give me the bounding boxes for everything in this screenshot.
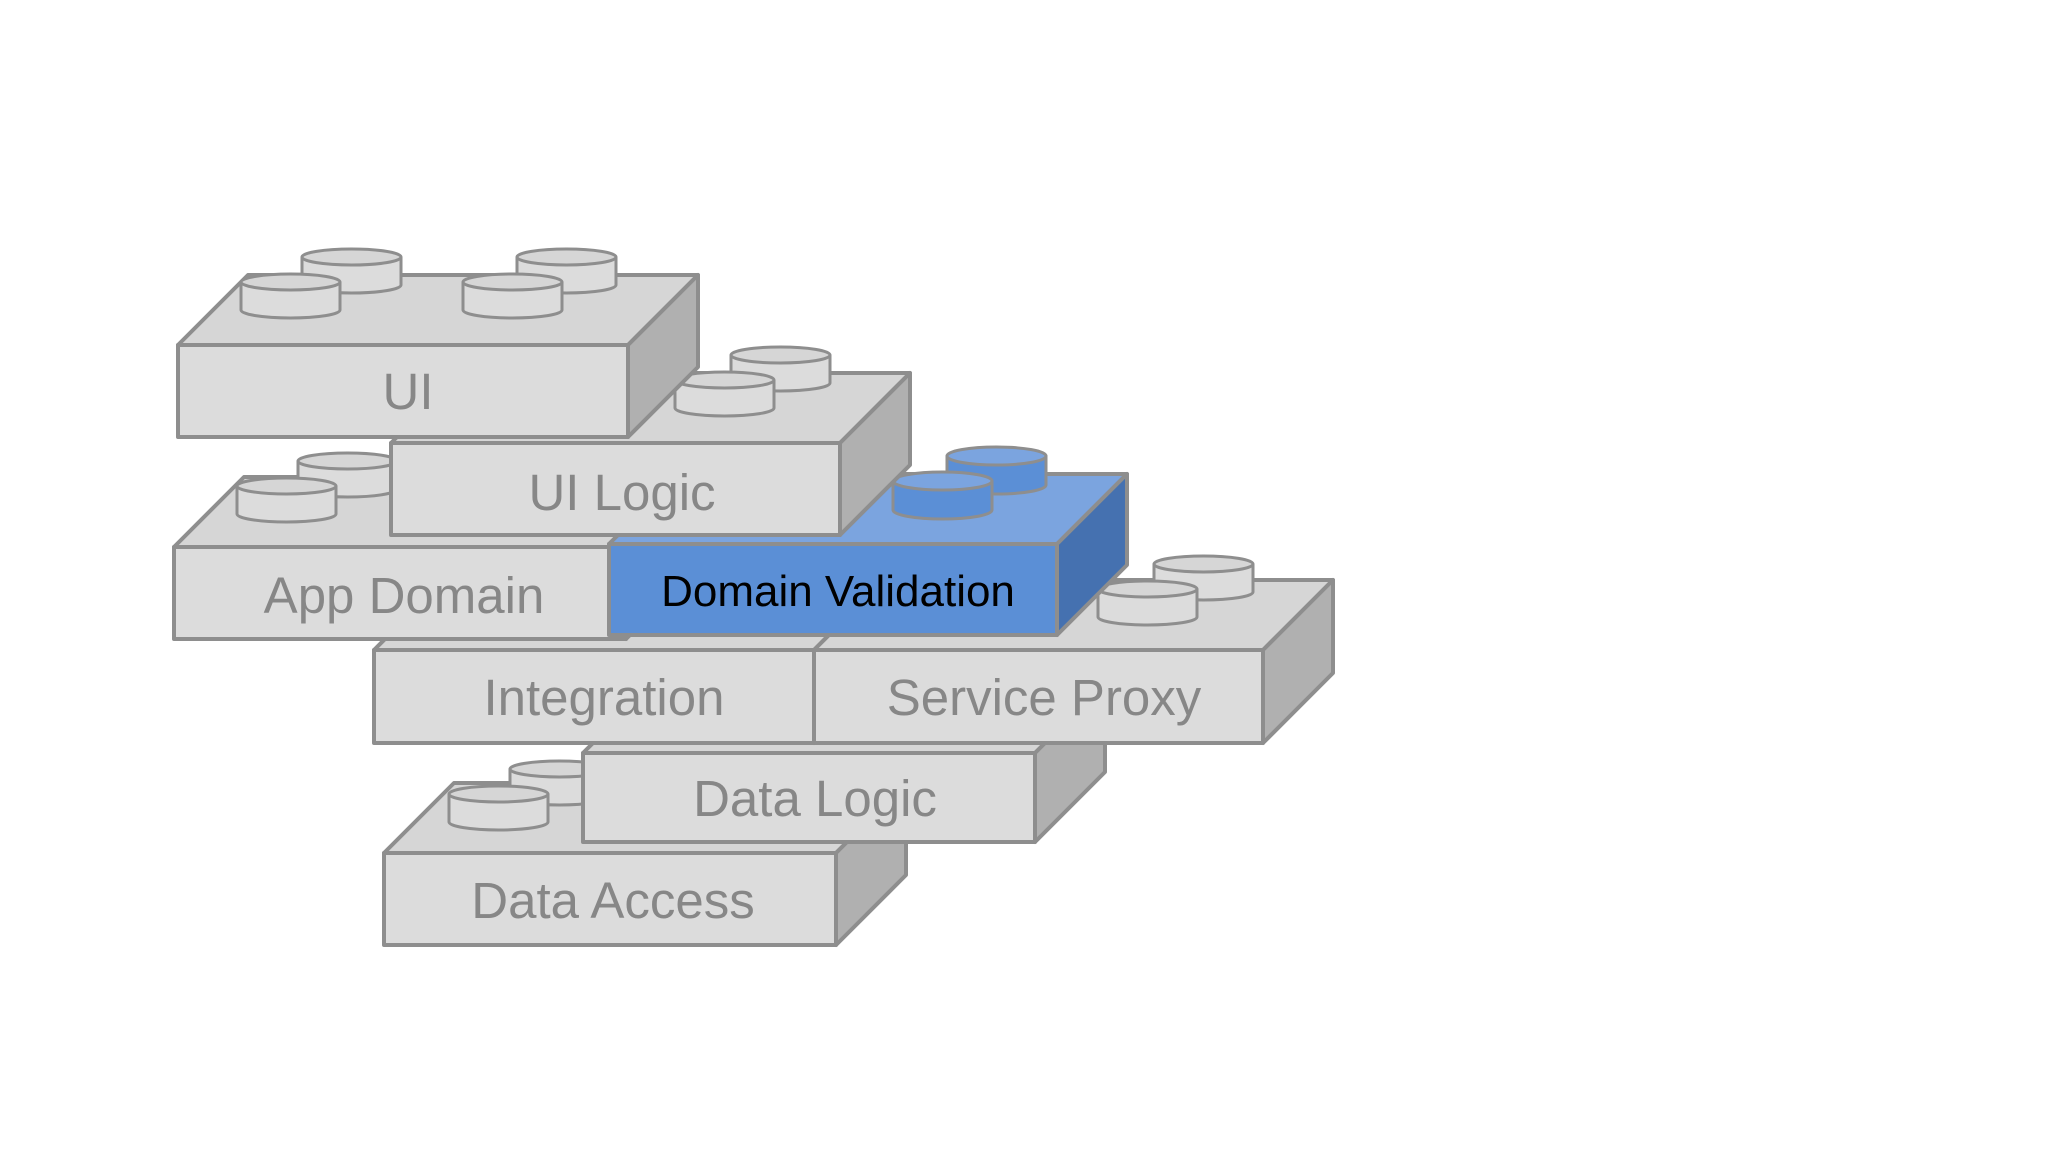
brick-stud bbox=[729, 345, 832, 393]
brick-stud bbox=[891, 470, 994, 521]
brick-front-face bbox=[172, 545, 628, 641]
stud-rim bbox=[235, 486, 338, 524]
brick-front-face bbox=[812, 648, 1265, 745]
brick-front-face bbox=[389, 441, 842, 537]
stud-rim bbox=[673, 380, 776, 418]
brick-label-domain-validation: Domain Validation bbox=[661, 567, 1015, 616]
stud-rim bbox=[447, 794, 550, 832]
brick-label-service-proxy: Service Proxy bbox=[887, 669, 1202, 726]
brick-ui: UI bbox=[176, 247, 700, 439]
brick-label-ui: UI bbox=[383, 363, 434, 420]
brick-stud bbox=[235, 476, 338, 524]
brick-stud bbox=[296, 451, 399, 499]
brick-stud bbox=[673, 370, 776, 418]
brick-label-ui-logic: UI Logic bbox=[528, 464, 715, 521]
brick-stud bbox=[239, 272, 342, 320]
brick-front-face bbox=[176, 343, 630, 439]
stud-rim bbox=[239, 282, 342, 320]
stud-rim bbox=[461, 282, 564, 320]
brick-stud bbox=[1096, 579, 1199, 627]
stud-rim bbox=[891, 481, 994, 521]
brick-front-face bbox=[382, 851, 838, 947]
brick-stud bbox=[461, 272, 564, 320]
brick-label-integration: Integration bbox=[483, 669, 724, 726]
stud-rim bbox=[1096, 589, 1199, 627]
brick-stud bbox=[447, 784, 550, 832]
brick-label-data-logic: Data Logic bbox=[693, 770, 937, 827]
brick-front-face bbox=[581, 751, 1037, 844]
brick-label-app-domain: App Domain bbox=[264, 567, 545, 624]
brick-label-data-access: Data Access bbox=[471, 872, 754, 929]
brick-front-face bbox=[607, 542, 1059, 637]
